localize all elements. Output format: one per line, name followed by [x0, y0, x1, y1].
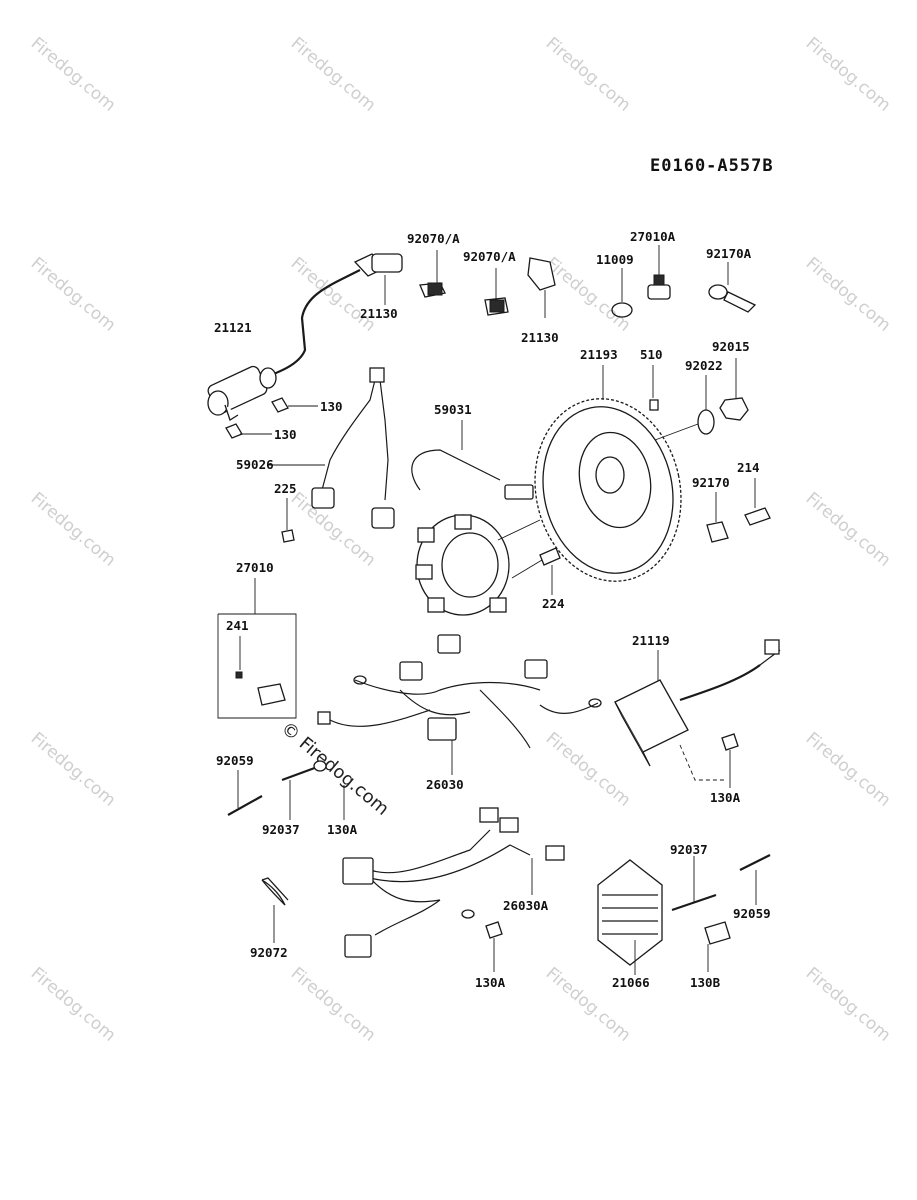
- part-label: 510: [640, 347, 663, 362]
- part-label: 92059: [216, 753, 254, 768]
- clip-92170A: [708, 262, 757, 313]
- part-label: 130B: [690, 975, 721, 990]
- part-label: 21066: [612, 975, 650, 990]
- part-label: 130A: [710, 790, 741, 805]
- harness-26030A: [342, 807, 565, 958]
- washer-92022: [654, 375, 715, 441]
- part-label: 21119: [632, 633, 670, 648]
- plug-cap-21130-1: [353, 253, 403, 305]
- part-label: 92070/A: [463, 249, 516, 264]
- bolt-214: [744, 478, 771, 526]
- watermark: Firedog.com: [27, 964, 120, 1046]
- spark-plug-92070A-2: [484, 268, 509, 316]
- diagram-code: E0160-A557B: [650, 156, 774, 176]
- bolt-130A-1: [313, 760, 345, 820]
- nut-92015: [719, 358, 749, 421]
- pin-92059-1: [227, 770, 263, 816]
- watermark: Firedog.com: [802, 964, 895, 1046]
- part-label: 59026: [236, 457, 274, 472]
- clip-92170: [706, 492, 729, 543]
- bolt-130-1: [271, 397, 318, 413]
- part-label: 92070/A: [407, 231, 460, 246]
- part-label: 92022: [685, 358, 723, 373]
- flywheel-21193: [534, 365, 682, 582]
- part-label: 21130: [360, 306, 398, 321]
- part-label: 130: [320, 399, 343, 414]
- part-label: 225: [274, 481, 297, 496]
- part-label: 59031: [434, 402, 472, 417]
- bolt-130A-2: [485, 921, 503, 972]
- part-label: 26030: [426, 777, 464, 792]
- part-label: 92037: [670, 842, 708, 857]
- switch-27010A: [647, 245, 671, 300]
- ignition-coil-21121: [207, 269, 361, 421]
- part-label: 130A: [327, 822, 358, 837]
- clamp-92072: [261, 877, 289, 943]
- part-label: 92037: [262, 822, 300, 837]
- pulser-coil-59026: [268, 367, 395, 529]
- watermark: Firedog.com: [802, 489, 895, 571]
- cdi-unit-21119: [614, 639, 781, 788]
- part-label: 92072: [250, 945, 288, 960]
- washer-11009: [611, 268, 633, 318]
- part-label: 92059: [733, 906, 771, 921]
- watermark: Firedog.com: [802, 34, 895, 116]
- part-label: 92170: [692, 475, 730, 490]
- watermark: Firedog.com: [802, 729, 895, 811]
- watermark: Firedog.com: [287, 964, 380, 1046]
- pin-92059-2: [739, 854, 771, 905]
- center-watermark-text: © Firedog.com: [277, 718, 393, 820]
- part-label: 21193: [580, 347, 618, 362]
- part-label: 27010: [236, 560, 274, 575]
- part-label: 224: [542, 596, 565, 611]
- part-label: 92170A: [706, 246, 752, 261]
- part-label: 27010A: [630, 229, 676, 244]
- center-watermark: © Firedog.com: [277, 718, 393, 820]
- bolt-130B: [704, 921, 731, 972]
- part-label: 130A: [475, 975, 506, 990]
- stator-59031: [411, 420, 541, 616]
- part-label: 26030A: [503, 898, 549, 913]
- part-label: 214: [737, 460, 760, 475]
- regulator-21066: [597, 859, 663, 975]
- watermark: Firedog.com: [27, 489, 120, 571]
- rod-92037-1: [281, 764, 321, 820]
- spark-plug-92070A-1: [419, 250, 446, 298]
- screw-225: [281, 498, 295, 543]
- rod-92037-2: [671, 856, 717, 912]
- plug-cap-21130-2: [527, 257, 556, 318]
- part-label: 21130: [521, 330, 559, 345]
- bolt-130-2: [225, 423, 272, 439]
- part-label: 241: [226, 618, 249, 633]
- harness-26030: [317, 634, 602, 775]
- watermark: Firedog.com: [542, 34, 635, 116]
- watermark: Firedog.com: [27, 254, 120, 336]
- key-510: [649, 365, 659, 411]
- part-label: 11009: [596, 252, 634, 267]
- watermark: Firedog.com: [287, 34, 380, 116]
- part-label: 92015: [712, 339, 750, 354]
- watermark: Firedog.com: [27, 729, 120, 811]
- bolt-224: [511, 547, 561, 595]
- part-label: 130: [274, 427, 297, 442]
- switch-assembly-27010: [217, 578, 297, 719]
- watermark: Firedog.com: [802, 254, 895, 336]
- watermark: Firedog.com: [27, 34, 120, 116]
- part-label: 21121: [214, 320, 252, 335]
- watermark: Firedog.com: [542, 729, 635, 811]
